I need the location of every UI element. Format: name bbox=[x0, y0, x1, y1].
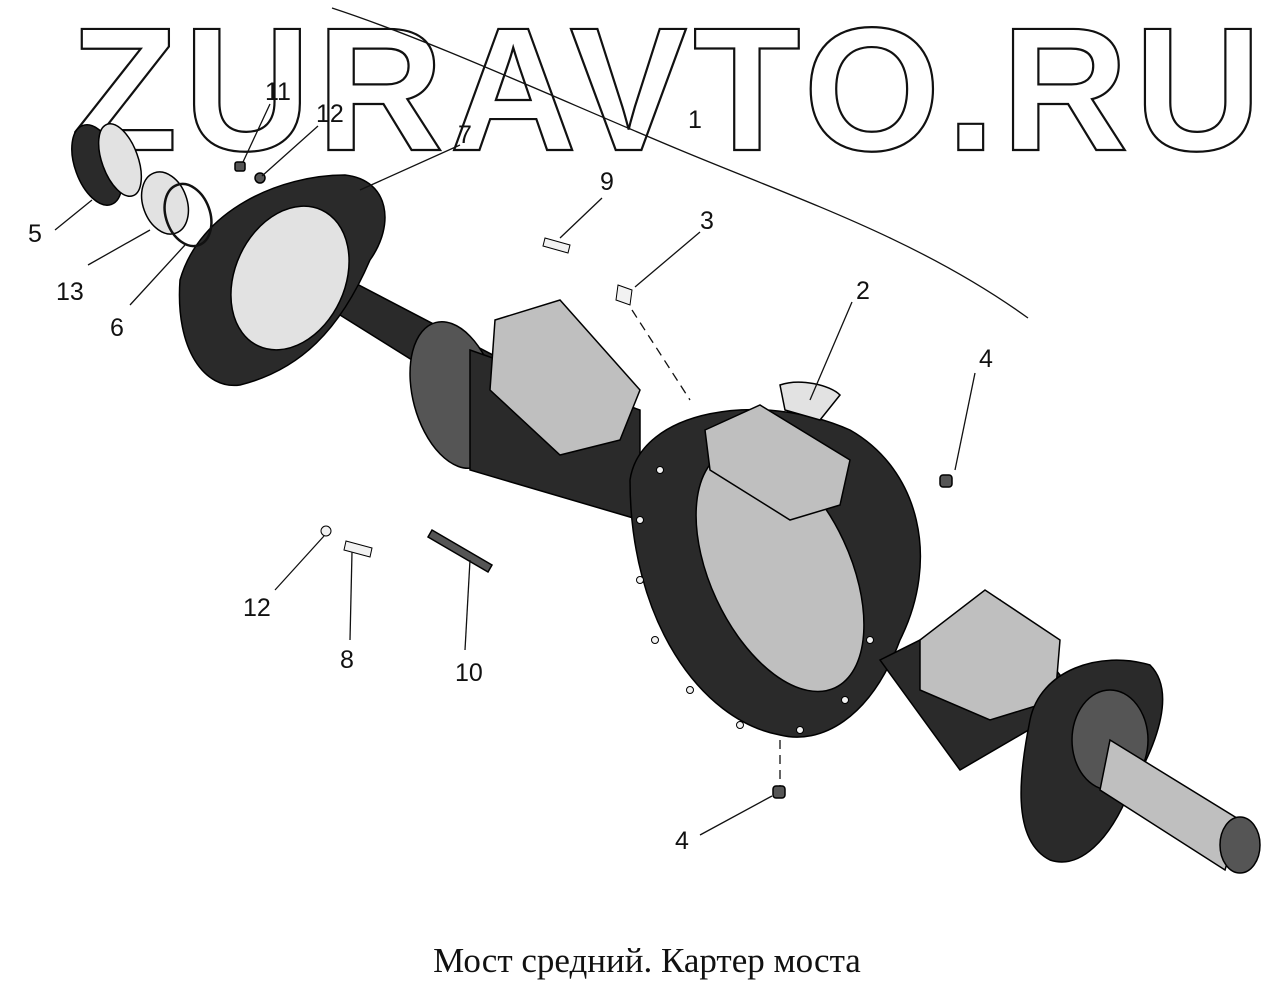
callout-labels: 1 2 3 4 4 5 6 7 8 9 10 11 12 12 13 bbox=[28, 78, 993, 855]
callout-4-top: 4 bbox=[979, 345, 993, 373]
left-spring-pad bbox=[489, 299, 641, 456]
part-1-line bbox=[331, 7, 1029, 319]
watermark-text: ZURAVTO.RU bbox=[70, 0, 1267, 188]
right-spline-shaft bbox=[1099, 738, 1241, 872]
callout-8: 8 bbox=[340, 646, 354, 674]
banjo-bolt-ring bbox=[636, 466, 874, 734]
part-12-washer-bottom bbox=[320, 525, 332, 537]
callout-2: 2 bbox=[856, 277, 870, 305]
center-spring-pad bbox=[704, 404, 851, 521]
callout-12-bottom: 12 bbox=[243, 594, 271, 622]
part-6-oring bbox=[163, 182, 213, 248]
banjo-top-cover bbox=[779, 381, 842, 421]
part-10-long-bolt bbox=[426, 528, 494, 574]
callout-11: 11 bbox=[265, 78, 291, 106]
part-9-bolt bbox=[542, 237, 571, 254]
callout-9: 9 bbox=[600, 168, 614, 196]
axle-housing-assembly bbox=[178, 174, 1261, 874]
callout-5: 5 bbox=[28, 220, 42, 248]
callout-3: 3 bbox=[700, 207, 714, 235]
leader-lines bbox=[54, 103, 976, 836]
callout-1: 1 bbox=[688, 106, 702, 134]
callout-4-bottom: 4 bbox=[675, 827, 689, 855]
part-11-nut bbox=[234, 161, 246, 172]
callout-7: 7 bbox=[458, 121, 472, 149]
right-spline-end bbox=[1219, 816, 1261, 874]
part-4-plug-bottom bbox=[772, 785, 786, 799]
part-4-plug-top bbox=[939, 474, 953, 488]
callout-10: 10 bbox=[455, 659, 483, 687]
part-7-flange-opening bbox=[230, 205, 350, 351]
part-8-pin bbox=[343, 540, 373, 558]
part-5-ring bbox=[71, 123, 143, 206]
callout-13: 13 bbox=[56, 278, 84, 306]
callout-6: 6 bbox=[110, 314, 124, 342]
callout-12-top: 12 bbox=[316, 100, 344, 128]
diagram-caption: Мост средний. Картер моста bbox=[433, 941, 861, 980]
part-3-breather bbox=[615, 284, 633, 306]
